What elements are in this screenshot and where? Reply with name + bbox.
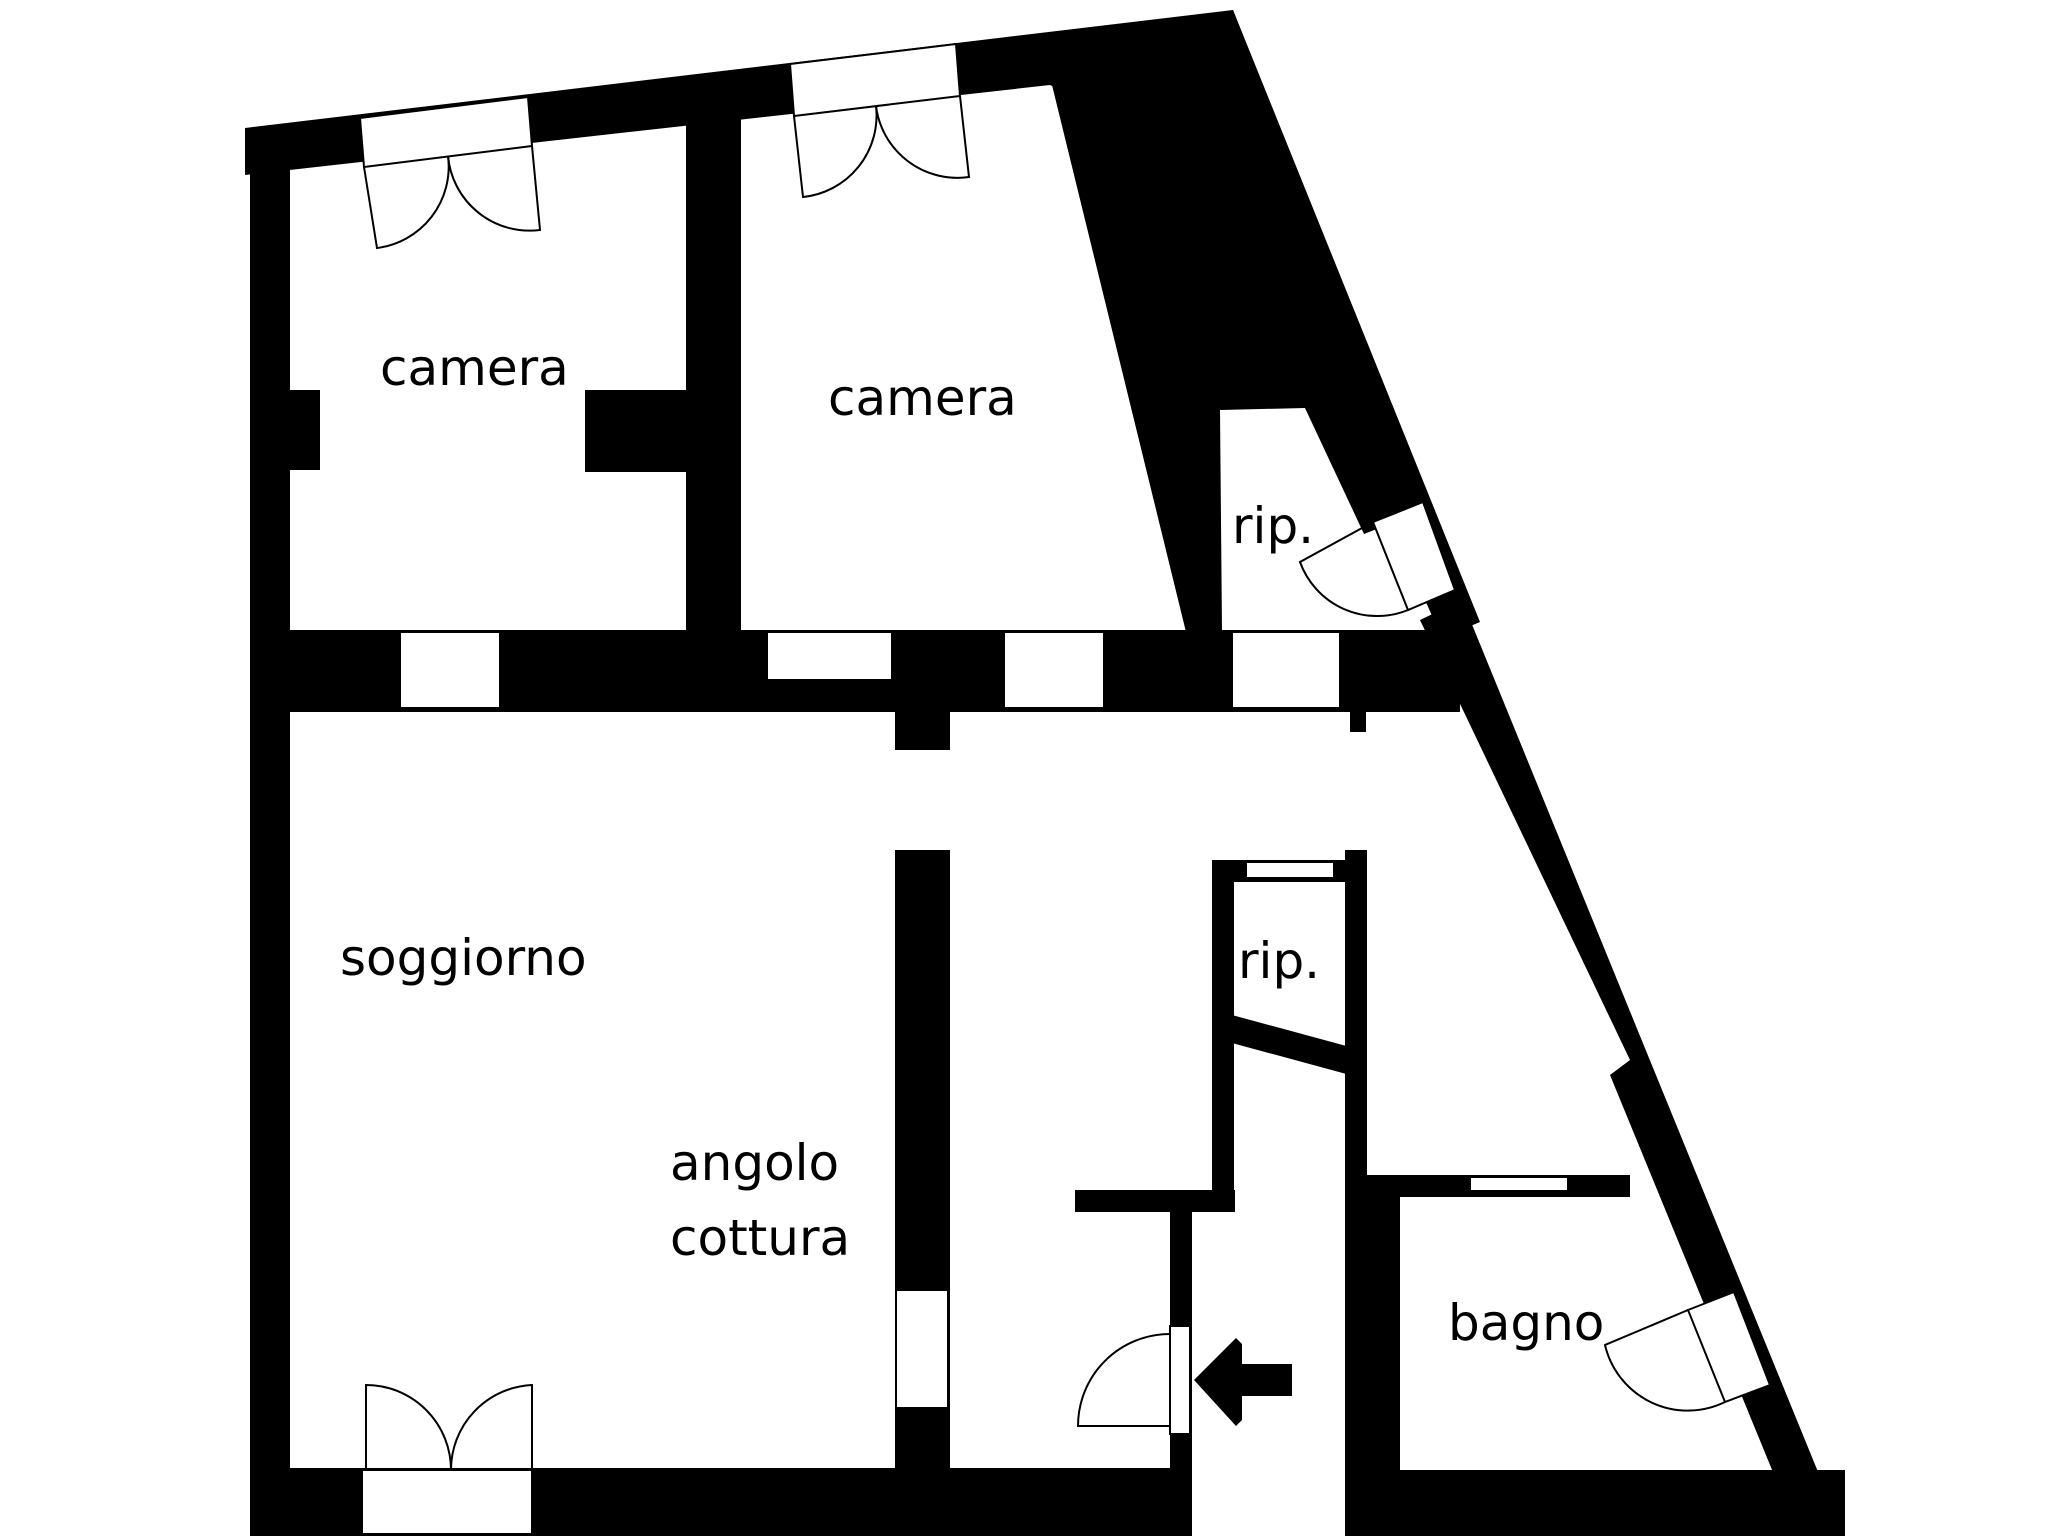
wall-rip2-diag — [1232, 1015, 1350, 1075]
label-bagno: bagno — [1448, 1294, 1604, 1352]
wall-rip2-right — [1345, 850, 1367, 1180]
door-swing-camera1-left — [363, 155, 450, 250]
opening-kitchen — [895, 1289, 949, 1409]
wall-ne-mass — [1052, 10, 1430, 632]
wall-bagno-left — [1345, 1175, 1400, 1536]
label-rip-2: rip. — [1238, 932, 1320, 990]
door-bagno-frame — [1686, 1290, 1772, 1404]
entry-door-frame — [1169, 1325, 1191, 1435]
entry-arrow-icon — [1194, 1338, 1292, 1426]
opening-corridor — [766, 631, 893, 681]
wall-left — [250, 170, 290, 1536]
door-swing-camera2-right — [875, 95, 971, 179]
walls — [245, 10, 1845, 1536]
door-swing-soggiorno-left — [365, 1383, 452, 1471]
wall-left-pilaster — [288, 390, 320, 470]
door-swing-bagno — [1603, 1309, 1726, 1412]
label-cottura: cottura — [670, 1209, 850, 1267]
wall-right — [1420, 600, 1845, 1536]
door-swing-camera1-right — [447, 145, 542, 232]
window-soggiorno-bottom — [361, 1469, 533, 1535]
room-labels: camera camera rip. soggiorno angolo cott… — [340, 339, 1604, 1352]
door-swing-entry — [1076, 1333, 1171, 1427]
wall-entry-top — [1075, 1190, 1235, 1212]
window-rip2 — [1245, 861, 1335, 879]
label-soggiorno: soggiorno — [340, 929, 587, 987]
openings — [358, 42, 1772, 1535]
wall-mid-tick — [1350, 700, 1366, 732]
door-rip1-frame — [1371, 500, 1457, 612]
door-swing-soggiorno-right — [449, 1383, 533, 1471]
opening-rip1 — [1231, 631, 1341, 709]
window-camera-2 — [788, 42, 962, 118]
label-angolo: angolo — [670, 1134, 839, 1192]
door-swings — [363, 95, 1726, 1471]
door-swing-rip1 — [1298, 521, 1409, 618]
door-swing-camera2-left — [793, 105, 878, 199]
label-camera-1: camera — [380, 339, 569, 397]
window-bagno — [1469, 1176, 1569, 1192]
label-rip-1: rip. — [1232, 497, 1314, 555]
wall-camera-divider — [686, 118, 741, 630]
opening-soggiorno-top — [399, 631, 501, 709]
wall-camera-stub — [585, 390, 687, 472]
wall-bottom-right — [1345, 1470, 1845, 1536]
label-camera-2: camera — [828, 369, 1017, 427]
opening-camera2 — [1003, 631, 1105, 709]
window-camera-1 — [358, 95, 534, 169]
wall-mid-stub — [895, 700, 950, 750]
wall-rip2-left — [1212, 860, 1234, 1210]
